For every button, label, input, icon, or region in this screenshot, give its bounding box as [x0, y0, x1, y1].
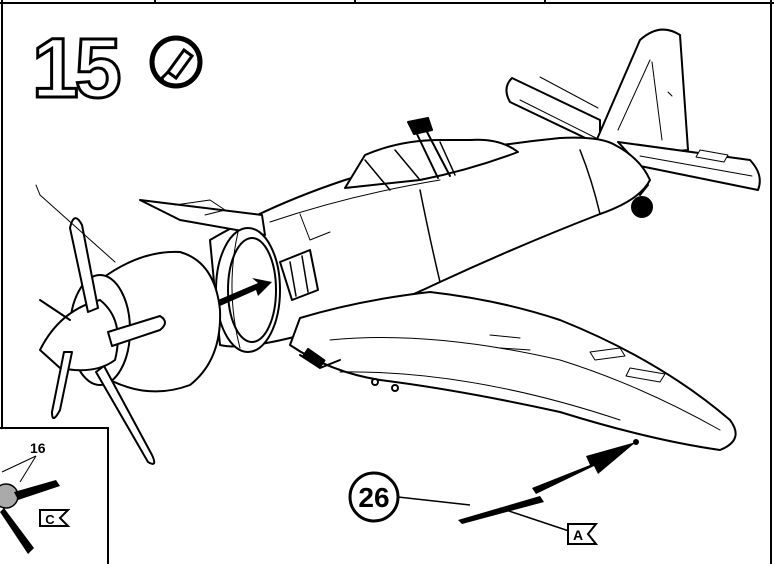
- tail-wheel: [631, 196, 653, 218]
- propeller-blade-left: [51, 351, 73, 419]
- part-26-callout: 26 A: [348, 439, 639, 545]
- sprue-tag-a: [567, 523, 599, 545]
- propeller-blade-right: [107, 315, 166, 347]
- part-26-number: 26: [358, 482, 389, 513]
- antenna-mast: [407, 117, 433, 135]
- inset-blade-right: [14, 480, 60, 500]
- sprue-letter-c: C: [45, 512, 55, 527]
- left-stabilizer: [505, 77, 601, 146]
- glue-tube-icon: [149, 35, 203, 89]
- sprue-tag-c: [39, 509, 71, 527]
- right-wing: [289, 291, 737, 451]
- tail-fin: [587, 28, 689, 161]
- cowl-arrow: [218, 278, 272, 306]
- step-number: 15: [32, 21, 120, 115]
- propeller-blade-bottom: [95, 365, 156, 465]
- left-wing: [139, 199, 266, 236]
- part-26-arrow: [532, 442, 636, 494]
- aircraft-drawing: [35, 28, 761, 465]
- inset-part-number: 16: [30, 440, 46, 456]
- right-stabilizer: [617, 141, 761, 191]
- sprue-letter-a: A: [573, 527, 583, 543]
- spinner: [39, 299, 119, 372]
- inset-blade-down: [0, 508, 34, 554]
- part-26-rod: [458, 496, 544, 524]
- inset-detail: 16 C: [0, 427, 109, 564]
- inset-hub: [0, 483, 19, 509]
- propeller-blade-top: [69, 217, 99, 313]
